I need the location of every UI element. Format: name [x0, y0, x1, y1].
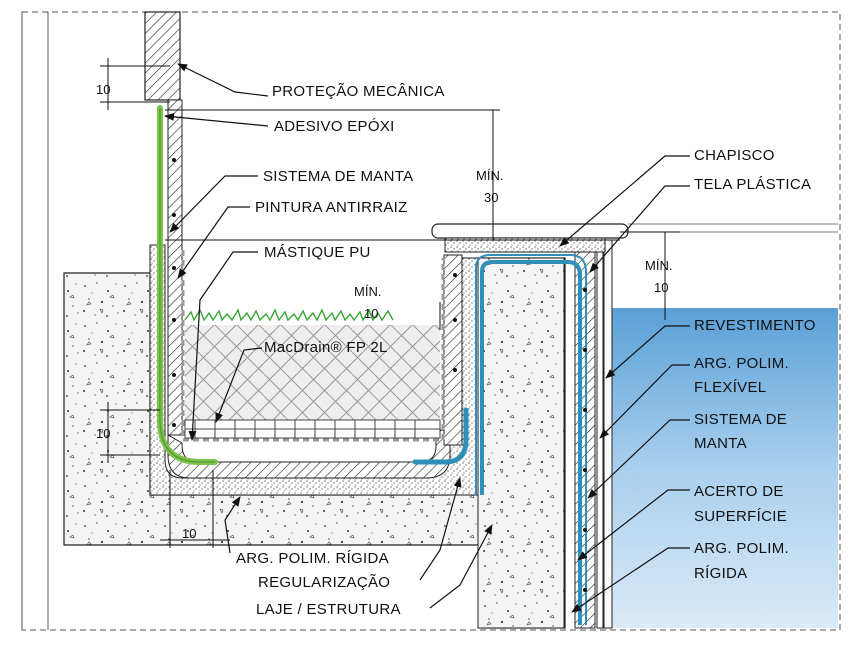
membrane-blue — [412, 407, 469, 465]
leader-lines — [164, 63, 690, 613]
dimension-lines — [100, 58, 680, 548]
label-mastique-pu: MÁSTIQUE PU — [264, 244, 371, 261]
dim-min-10-right-b: 10 — [654, 280, 668, 295]
pool-wall-concrete — [477, 257, 565, 629]
dim-bottom-10: 10 — [182, 526, 196, 541]
label-acerto-de-superficie-2: SUPERFÍCIE — [694, 508, 787, 525]
fastener-dots — [172, 158, 587, 592]
planter-soil — [185, 325, 440, 420]
label-adesivo-epoxi: ADESIVO EPÓXI — [274, 118, 395, 135]
mechanical-protection-wall — [144, 11, 181, 101]
label-protecao-mecanica: PROTEÇÃO MECÂNICA — [272, 83, 445, 100]
label-tela-plastica: TELA PLÁSTICA — [694, 176, 811, 193]
dim-min-30-b: 30 — [484, 190, 498, 205]
frame — [21, 11, 841, 631]
label-arg-polim-rigida-right-2: RÍGIDA — [694, 565, 747, 582]
dim-min-10-center-a: MÍN. — [354, 284, 381, 299]
label-arg-polim-flexivel-1: ARG. POLIM. — [694, 355, 789, 372]
label-laje-estrutura: LAJE / ESTRUTURA — [256, 601, 401, 618]
pool-wall-layer-edge — [603, 239, 613, 629]
water-area — [612, 308, 838, 628]
label-macdrain: MacDrain® FP 2L — [264, 339, 388, 356]
grass-line — [184, 308, 394, 322]
pool-wall-layer-thin — [596, 239, 604, 629]
label-pintura-antirraiz: PINTURA ANTIRRAIZ — [255, 199, 408, 216]
label-chapisco: CHAPISCO — [694, 147, 775, 164]
coping-slab — [431, 223, 629, 239]
dim-left-10: 10 — [96, 426, 110, 441]
label-revestimento: REVESTIMENTO — [694, 317, 816, 334]
dim-min-30-a: MÍN. — [476, 168, 503, 183]
label-regularizacao: REGULARIZAÇÃO — [258, 574, 390, 591]
label-acerto-de-superficie-1: ACERTO DE — [694, 483, 784, 500]
drain-mat-cells — [185, 420, 440, 438]
planter-right-lining — [443, 254, 463, 446]
dim-top-left: 10 — [96, 82, 110, 97]
label-sistema-de-manta: SISTEMA DE MANTA — [263, 168, 413, 185]
membrane-blue-pool — [480, 260, 582, 625]
label-sistema-de-manta-right-2: MANTA — [694, 435, 747, 452]
label-arg-polim-flexivel-2: FLEXÍVEL — [694, 379, 766, 396]
dim-min-10-right-a: MÍN. — [645, 258, 672, 273]
mastique-outline — [181, 250, 445, 442]
label-arg-polim-rigida-right-1: ARG. POLIM. — [694, 540, 789, 557]
label-arg-polim-rigida: ARG. POLIM. RÍGIDA — [236, 550, 389, 567]
label-sistema-de-manta-right-1: SISTEMA DE — [694, 411, 787, 428]
dim-min-10-center-b: 10 — [364, 306, 378, 321]
